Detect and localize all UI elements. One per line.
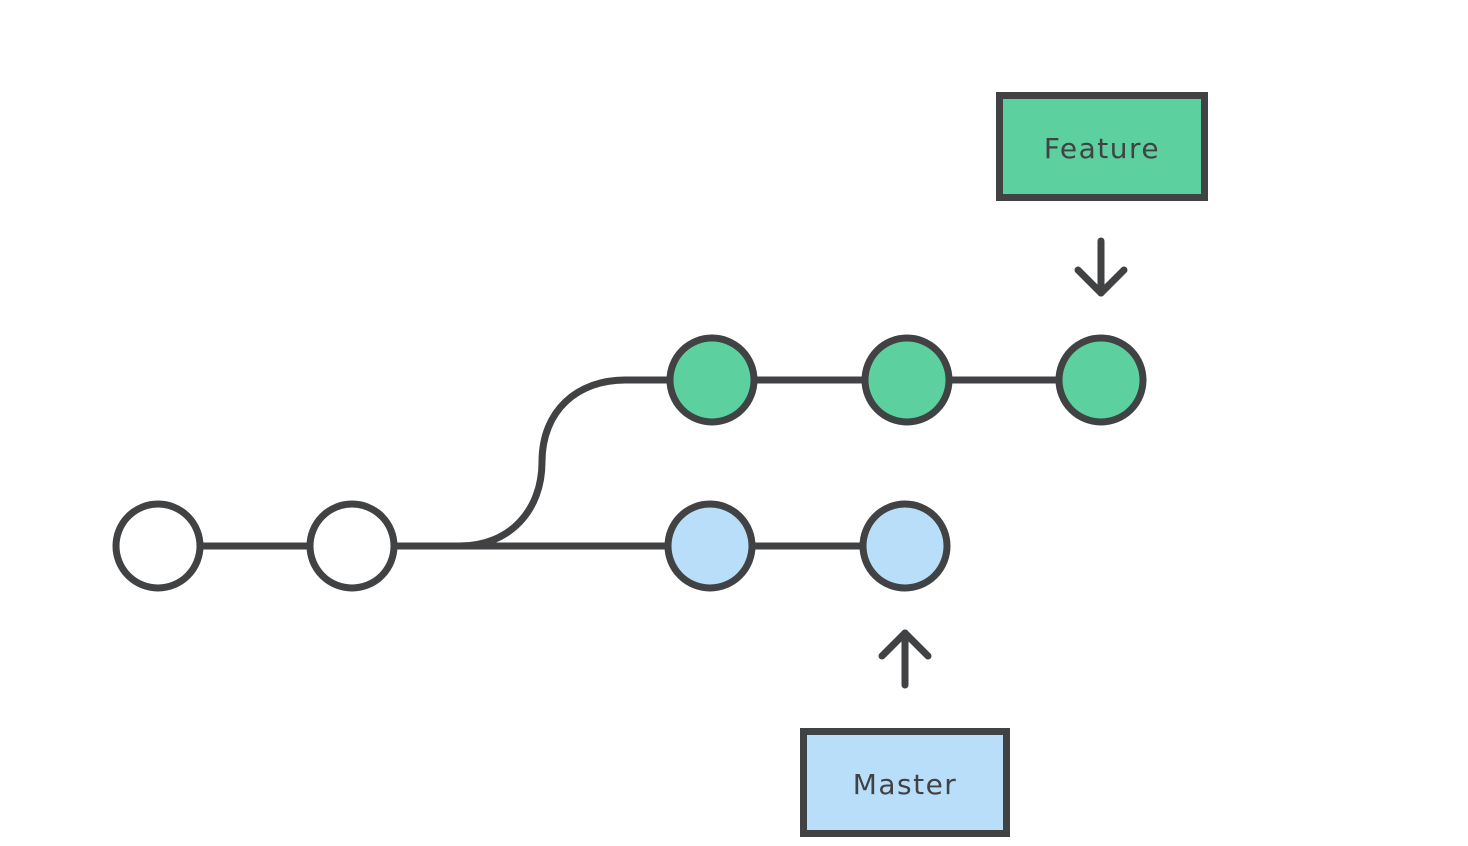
commit-master-2 xyxy=(859,500,951,592)
feature-label-text: Feature xyxy=(1044,132,1160,165)
master-label-text: Master xyxy=(853,768,958,801)
feature-branch-label: Feature xyxy=(996,92,1208,201)
master-label-box xyxy=(800,728,1010,837)
commit-feature-2 xyxy=(861,334,953,426)
commit-feature-3 xyxy=(1055,334,1147,426)
commit-base-2 xyxy=(306,500,398,592)
commit-master-1 xyxy=(664,500,756,592)
commit-connections xyxy=(154,376,1105,550)
commit-feature-1 xyxy=(666,334,758,426)
feature-pointer-arrow-icon xyxy=(1074,237,1128,297)
feature-branch-curve xyxy=(426,376,716,550)
feature-label-box xyxy=(996,92,1208,201)
master-branch-label: Master xyxy=(800,728,1010,837)
commit-base-1 xyxy=(112,500,204,592)
master-pointer-arrow-icon xyxy=(878,629,932,689)
